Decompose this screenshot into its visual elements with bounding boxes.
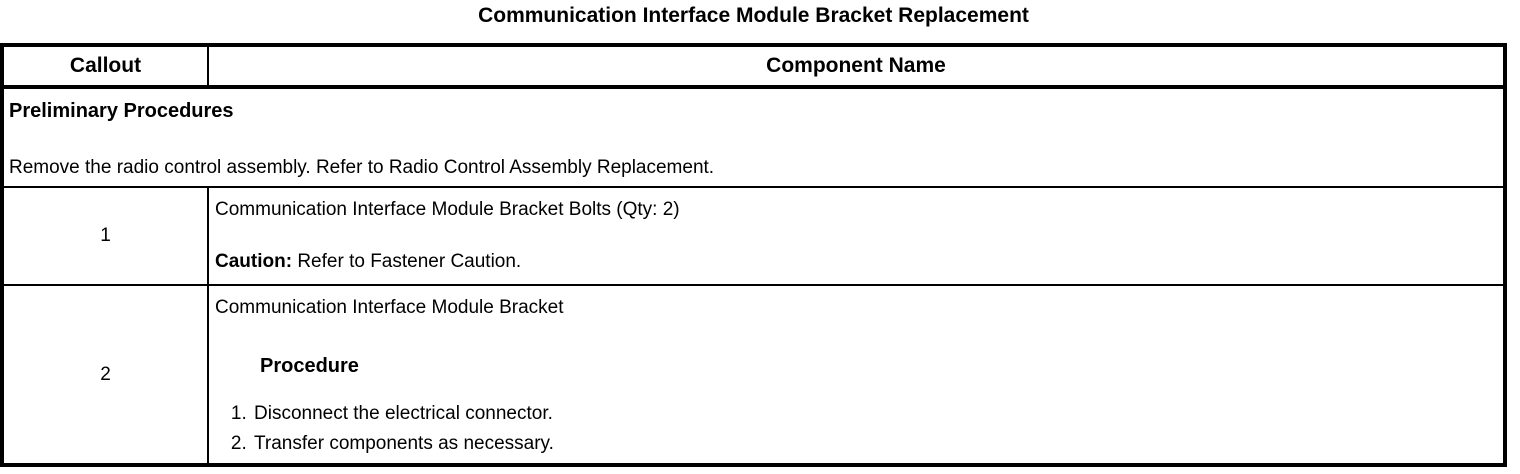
column-header-callout: Callout: [4, 47, 209, 85]
component-cell-1: Communication Interface Module Bracket B…: [209, 188, 1503, 284]
procedure-steps-list: Disconnect the electrical connector. Tra…: [215, 399, 1495, 459]
table-row-callout-1: 1 Communication Interface Module Bracket…: [4, 188, 1503, 286]
component-callout-table: Callout Component Name Preliminary Proce…: [0, 43, 1507, 467]
component-cell-2: Communication Interface Module Bracket P…: [209, 286, 1503, 463]
caution-text: Refer to Fastener Caution.: [292, 251, 522, 272]
component-name-text: Communication Interface Module Bracket: [215, 297, 564, 318]
caution-label: Caution:: [215, 251, 293, 272]
callout-number-1: 1: [4, 188, 209, 284]
component-name-text: Communication Interface Module Bracket B…: [215, 199, 680, 220]
table-header-row: Callout Component Name: [4, 47, 1503, 89]
preliminary-procedures-row: Preliminary Procedures Remove the radio …: [4, 89, 1503, 188]
caution-note: Caution: Refer to Fastener Caution.: [215, 247, 1495, 277]
procedure-heading: Procedure: [260, 355, 359, 377]
procedure-step: Disconnect the electrical connector.: [252, 399, 1495, 429]
page-title: Communication Interface Module Bracket R…: [478, 4, 1029, 27]
procedure-step: Transfer components as necessary.: [252, 429, 1495, 459]
callout-number-2: 2: [4, 286, 209, 463]
preliminary-procedures-text: Remove the radio control assembly. Refer…: [9, 157, 715, 178]
column-header-component-name: Component Name: [766, 54, 946, 77]
preliminary-procedures-heading: Preliminary Procedures: [9, 100, 234, 122]
table-row-callout-2: 2 Communication Interface Module Bracket…: [4, 286, 1503, 463]
